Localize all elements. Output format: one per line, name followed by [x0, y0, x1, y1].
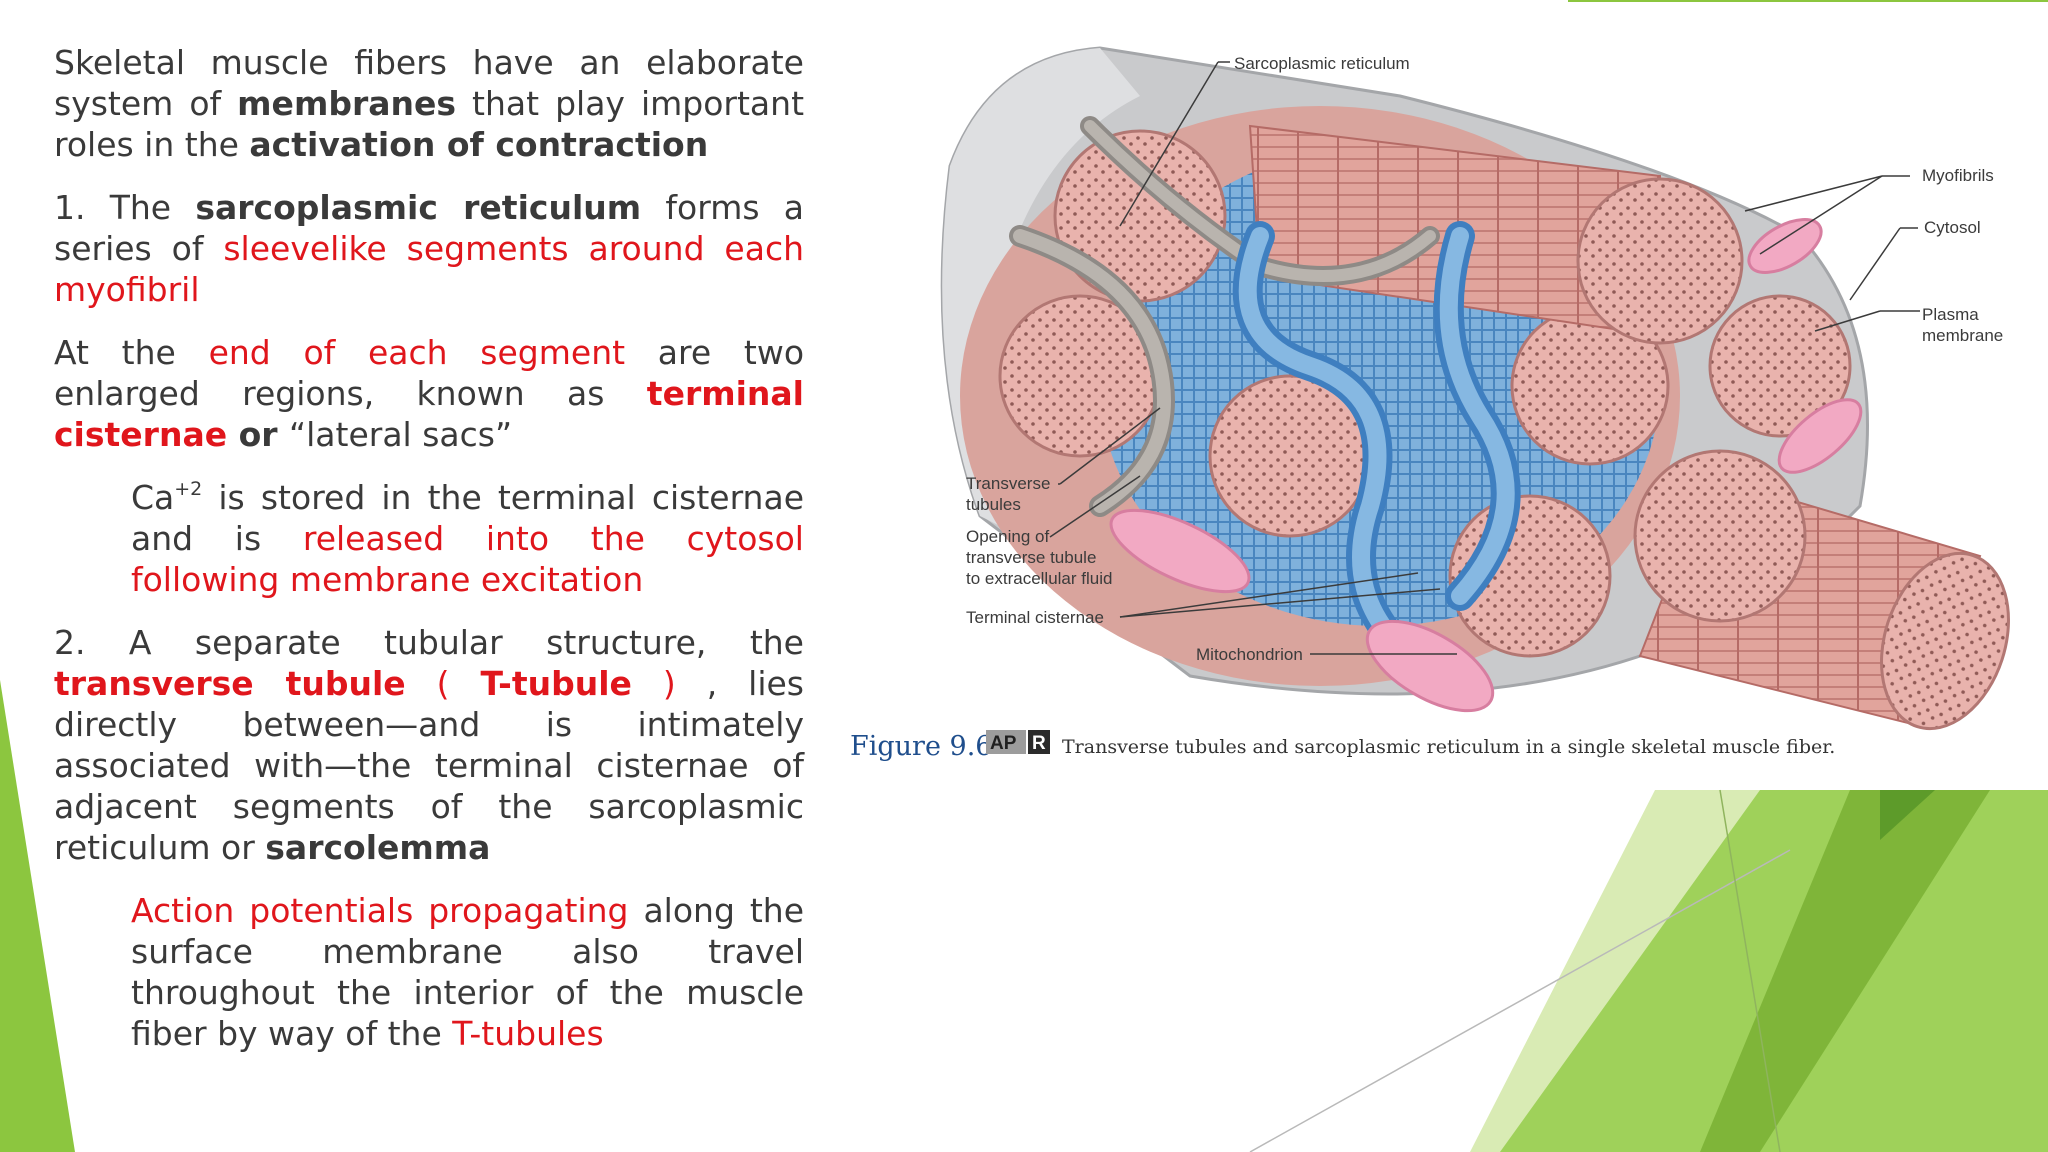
red-text: end of each segment [208, 333, 626, 372]
label-tubules: tubules [966, 495, 1021, 514]
label-membrane: membrane [1922, 326, 2003, 345]
muscle-fiber-figure: Sarcoplasmic reticulum Myofibrils Cytoso… [850, 46, 2010, 762]
label-mitochondrion: Mitochondrion [1196, 645, 1303, 664]
text: forms a series of [54, 188, 805, 268]
figure-caption: Transverse tubules and sarcoplasmic reti… [1062, 736, 1835, 758]
mitochondrion [1109, 508, 1251, 594]
text: that play important roles in the [54, 84, 805, 164]
t-tubule [1013, 229, 1171, 513]
red-text: ) [631, 664, 676, 703]
right-green-dark [1700, 790, 1990, 1152]
text: along the surface membrane also travel t… [131, 891, 804, 1053]
body-text: Skeletal muscle fibers have an elaborate… [54, 42, 804, 1076]
paragraph-2: 1. The sarcoplasmic reticulum forms a se… [54, 187, 804, 310]
red-text: Action potentials propagating [131, 891, 629, 930]
text: , lies directly between—and is intimatel… [54, 664, 804, 867]
label-plasma: Plasma [1922, 305, 1979, 324]
mitochondrion [1777, 398, 1863, 474]
label-opening-of: Opening of [966, 527, 1049, 546]
text: 1. The [54, 188, 196, 227]
myofibril [1633, 449, 1807, 623]
red-text: released into the cytosol following memb… [131, 519, 804, 599]
figure-number: Figure 9.6 [850, 731, 992, 762]
paragraph-5: 2. A separate tubular structure, the tra… [54, 622, 804, 868]
label-extracellular-fluid: to extracellular fluid [966, 569, 1112, 588]
label-sarcoplasmic-reticulum: Sarcoplasmic reticulum [1234, 54, 1410, 73]
right-green-shade [1880, 790, 1935, 840]
red-text: T-tubules [452, 1014, 604, 1053]
bold-term: activation of contraction [249, 125, 709, 164]
left-green-wedge [0, 680, 75, 1152]
bold-term: sarcoplasmic reticulum [195, 188, 642, 227]
deco-line [1249, 849, 1791, 1152]
label-cytosol: Cytosol [1924, 218, 1981, 237]
bold-term: membranes [237, 84, 457, 123]
paragraph-4: Ca+2 is stored in the terminal cisternae… [131, 477, 804, 600]
apr-badge-ap-text: AP [990, 733, 1017, 754]
label-terminal-cisternae: Terminal cisternae [966, 608, 1104, 627]
superscript: +2 [174, 478, 203, 500]
text: At the [54, 333, 209, 372]
bold-text: or [227, 415, 290, 454]
sr-tube [1238, 227, 1419, 665]
mitochondrion [1365, 619, 1495, 713]
red-bold-term: transverse tubule [54, 664, 406, 703]
red-text: sleevelike segments around each myofibri… [54, 229, 805, 309]
deco-line-2 [1719, 789, 1781, 1152]
text: Ca [131, 478, 175, 517]
label-transverse: Transverse [966, 474, 1050, 493]
text: are two enlarged regions, known as [54, 333, 805, 413]
label-myofibrils: Myofibrils [1922, 166, 1994, 185]
myofibril [1576, 177, 1744, 345]
sr-tube [1439, 227, 1515, 605]
text: 2. A separate tubular structure, the [54, 623, 804, 662]
leader-lines [1049, 61, 1920, 655]
text: is stored in the terminal cisternae and … [131, 478, 804, 558]
paragraph-3: At the end of each segment are two enlar… [54, 332, 804, 455]
apr-badge-ap [986, 730, 1026, 754]
red-bold-term: T-tubule [480, 664, 632, 703]
text: Skeletal muscle fibers have an elaborate… [54, 43, 804, 123]
myofibril-end [1880, 551, 2010, 731]
mitochondrion [1747, 218, 1823, 274]
apr-badge-r-text: R [1032, 733, 1046, 754]
text: “lateral sacs” [289, 415, 513, 454]
red-text: ( [405, 664, 481, 703]
paragraph-1: Skeletal muscle fibers have an elaborate… [54, 42, 804, 165]
paragraph-6: Action potentials propagating along the … [131, 890, 804, 1054]
red-bold-term: terminal cisternae [54, 374, 804, 454]
apr-badge-r [1028, 730, 1050, 754]
label-transverse-tubule: transverse tubule [966, 548, 1096, 567]
bold-term: sarcolemma [265, 828, 491, 867]
